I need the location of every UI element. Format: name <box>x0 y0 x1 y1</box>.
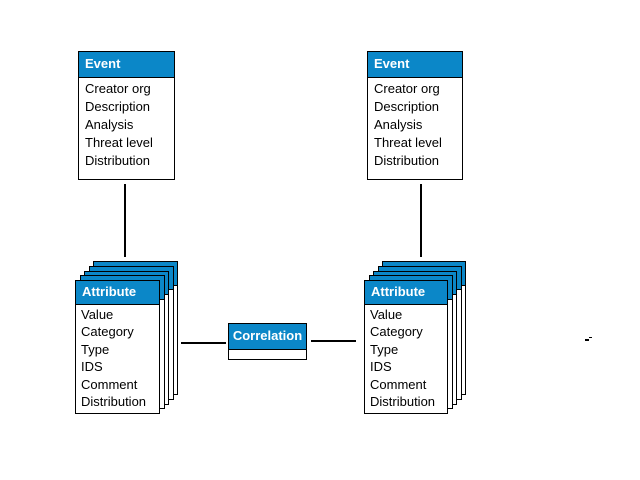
field-row: Comment <box>370 376 427 392</box>
entity-title: Attribute <box>371 284 426 299</box>
field-row: Type <box>81 341 110 357</box>
entity-header: Correlation <box>229 324 306 350</box>
entity-body: Creator org Description Analysis Threat … <box>79 78 174 170</box>
connector-event-attribute-right <box>420 184 422 257</box>
entity-title: Event <box>85 56 121 71</box>
event-entity-right: Event Creator org Description Analysis T… <box>367 51 463 180</box>
field-row: Distribution <box>85 152 151 168</box>
field-row: IDS <box>81 359 103 374</box>
field-row: Creator org <box>374 80 440 96</box>
field-row: Distribution <box>374 152 440 168</box>
entity-title: Attribute <box>82 284 137 299</box>
attribute-stack-right: Attribute Value Category Type IDS Commen… <box>364 261 467 415</box>
entity-title: Correlation <box>232 328 303 343</box>
event-entity-left: Event Creator org Description Analysis T… <box>78 51 175 180</box>
field-row: Threat level <box>374 134 442 150</box>
entity-header: Attribute <box>76 281 159 305</box>
entity-body: Value Category Type IDS Comment Distribu… <box>365 305 447 411</box>
field-row: IDS <box>370 359 392 374</box>
attribute-entity-right: Attribute Value Category Type IDS Commen… <box>364 280 448 414</box>
entity-header: Event <box>79 52 174 78</box>
entity-body: Creator org Description Analysis Threat … <box>368 78 462 170</box>
entity-title: Event <box>374 56 410 71</box>
connector-attribute-correlation-left <box>181 342 226 344</box>
field-row: Distribution <box>370 394 436 409</box>
field-row: Description <box>374 98 440 114</box>
entity-header: Attribute <box>365 281 447 305</box>
field-row: Description <box>85 98 151 114</box>
stray-mark <box>589 336 592 338</box>
attribute-stack-left: Attribute Value Category Type IDS Commen… <box>75 261 179 415</box>
field-row: Type <box>370 341 399 357</box>
field-row: Comment <box>81 376 138 392</box>
field-row: Analysis <box>85 116 134 132</box>
connector-event-attribute-left <box>124 184 126 257</box>
field-row: Analysis <box>374 116 423 132</box>
field-row: Category <box>370 324 423 339</box>
entity-header: Event <box>368 52 462 78</box>
stray-mark <box>585 339 589 341</box>
field-row: Value <box>81 306 114 322</box>
field-row: Distribution <box>81 394 147 409</box>
correlation-entity: Correlation <box>228 323 307 360</box>
connector-correlation-attribute-right <box>311 340 356 342</box>
field-row: Threat level <box>85 134 153 150</box>
entity-body <box>229 349 306 359</box>
field-row: Value <box>370 306 403 322</box>
entity-body: Value Category Type IDS Comment Distribu… <box>76 305 159 411</box>
field-row: Category <box>81 324 134 339</box>
attribute-entity-left: Attribute Value Category Type IDS Commen… <box>75 280 160 414</box>
field-row: Creator org <box>85 80 151 96</box>
